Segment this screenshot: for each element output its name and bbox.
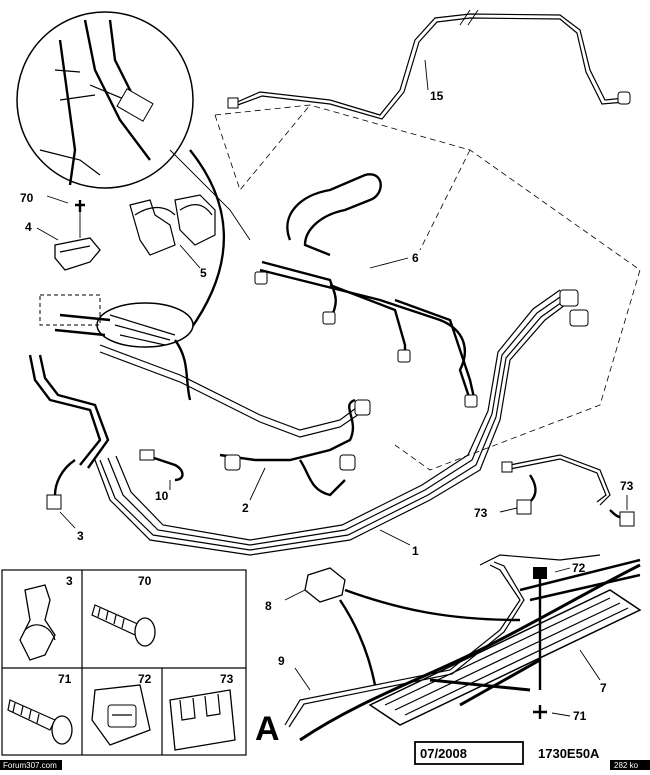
part-15-hose: 15 [227, 9, 631, 120]
callout-3: 3 [77, 529, 84, 543]
inset-part-73-clip: 73 [169, 672, 236, 751]
footer-code: 1730E50A [538, 746, 600, 761]
callout-71: 71 [573, 709, 587, 723]
callout-72: 72 [572, 561, 586, 575]
site-badge [0, 760, 62, 770]
callout-9: 9 [278, 654, 285, 668]
callout-73-right: 73 [620, 479, 634, 493]
part-73-clips: 73 73 [474, 454, 635, 527]
callout-5: 5 [200, 266, 207, 280]
part-10-sensor: 10 [139, 449, 184, 503]
inset-part-3: 3 [19, 574, 73, 661]
part-5-bracket: 5 [129, 194, 216, 280]
inset-label-71: 71 [58, 672, 72, 686]
part-2-pipe: 2 [219, 398, 356, 515]
callout-15: 15 [430, 89, 444, 103]
inset-part-70-screw: 70 [91, 574, 156, 647]
footer-date: 07/2008 [420, 746, 467, 761]
handwritten-letter: A [255, 710, 280, 748]
assembly-frame [214, 104, 641, 471]
part-8-9-hoses: 8 9 [265, 554, 601, 728]
detail-zoom-circle [16, 11, 251, 331]
inset-label-72: 72 [138, 672, 152, 686]
part-7-canister: 72 7 71 [368, 561, 642, 726]
callout-2: 2 [242, 501, 249, 515]
part-6-pipes: 6 [254, 173, 478, 408]
callout-70: 70 [20, 191, 34, 205]
callout-73-left: 73 [474, 506, 488, 520]
inset-part-71-screw: 71 [7, 672, 73, 745]
file-size: 282 ko [614, 761, 639, 770]
size-badge [610, 760, 650, 770]
parts-inset-grid: 3 70 71 72 73 [1, 569, 247, 756]
inset-label-73: 73 [220, 672, 234, 686]
site-watermark: Forum307.com [3, 761, 57, 770]
callout-7: 7 [600, 681, 607, 695]
inset-label-70: 70 [138, 574, 152, 588]
callout-1: 1 [412, 544, 419, 558]
part-3-clip: 3 [28, 354, 110, 543]
footer: 07/2008 1730E50A Forum307.com 282 ko [0, 741, 650, 770]
callout-10: 10 [155, 489, 169, 503]
callout-8: 8 [265, 599, 272, 613]
callout-6: 6 [412, 251, 419, 265]
inset-part-72-clip: 72 [91, 672, 152, 746]
inset-label-3: 3 [66, 574, 73, 588]
part-4-bracket: 70 4 [20, 191, 101, 271]
callout-4: 4 [25, 220, 32, 234]
handwritten-annotation: A [255, 558, 641, 748]
central-canister [39, 294, 371, 471]
part-1-pipes: 1 [94, 289, 589, 558]
